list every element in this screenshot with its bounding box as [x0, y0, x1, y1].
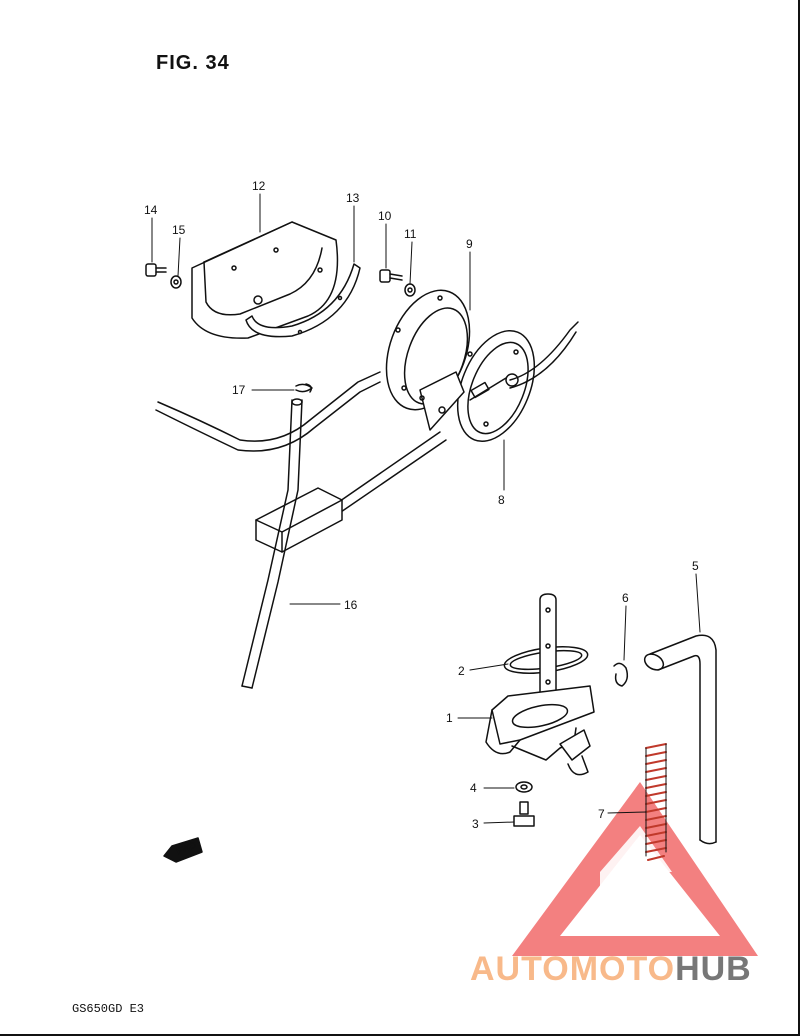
part-6-clip — [613, 662, 629, 687]
part-number-1: 1 — [446, 711, 453, 725]
leader-lines — [151, 193, 701, 824]
part-10-bolt — [379, 269, 403, 283]
part-14-bolt — [145, 263, 167, 277]
part-number-3: 3 — [472, 817, 479, 831]
part-numbers: 1 2 3 4 5 6 7 8 9 10 11 12 13 14 15 16 1… — [144, 179, 699, 831]
model-code: GS650GD E3 — [72, 1002, 145, 1016]
part-number-5: 5 — [692, 559, 699, 573]
part-number-9: 9 — [466, 237, 473, 251]
part-number-16: 16 — [344, 598, 358, 612]
figure-title: FIG. 34 — [156, 52, 230, 74]
part-number-10: 10 — [378, 209, 392, 223]
watermark-triangle — [512, 782, 758, 956]
watermark-logo: AUTOMOTOHUB — [470, 950, 752, 989]
part-11-washer — [404, 283, 416, 297]
part-4-washer — [515, 781, 533, 793]
part-5-fuel-hose — [643, 634, 717, 845]
part-number-13: 13 — [346, 191, 360, 205]
part-3-screw — [513, 801, 535, 827]
part-number-6: 6 — [622, 591, 629, 605]
part-1-fuel-cock — [485, 593, 595, 776]
part-number-11: 11 — [404, 227, 417, 241]
part-number-17: 17 — [232, 383, 246, 397]
sender-wires — [509, 321, 579, 389]
sender-float — [255, 431, 447, 553]
part-number-14: 14 — [144, 203, 158, 217]
part-number-4: 4 — [470, 781, 477, 795]
part-number-8: 8 — [498, 493, 505, 507]
part-number-12: 12 — [252, 179, 266, 193]
part-13-gasket — [245, 263, 361, 338]
part-7-spring — [645, 743, 667, 861]
watermark-text-2: HUB — [675, 950, 752, 988]
part-17-clip — [295, 383, 313, 393]
part-16-hose — [155, 371, 381, 689]
part-12-bracket-cover — [191, 221, 339, 339]
part-number-15: 15 — [172, 223, 186, 237]
part-15-washer — [170, 275, 182, 289]
watermark-text-1: AUTOMOTO — [470, 950, 676, 988]
part-number-2: 2 — [458, 664, 465, 678]
part-8-fuel-sender — [419, 329, 536, 443]
fwd-arrow-icon — [163, 837, 203, 863]
part-number-7: 7 — [598, 807, 605, 821]
